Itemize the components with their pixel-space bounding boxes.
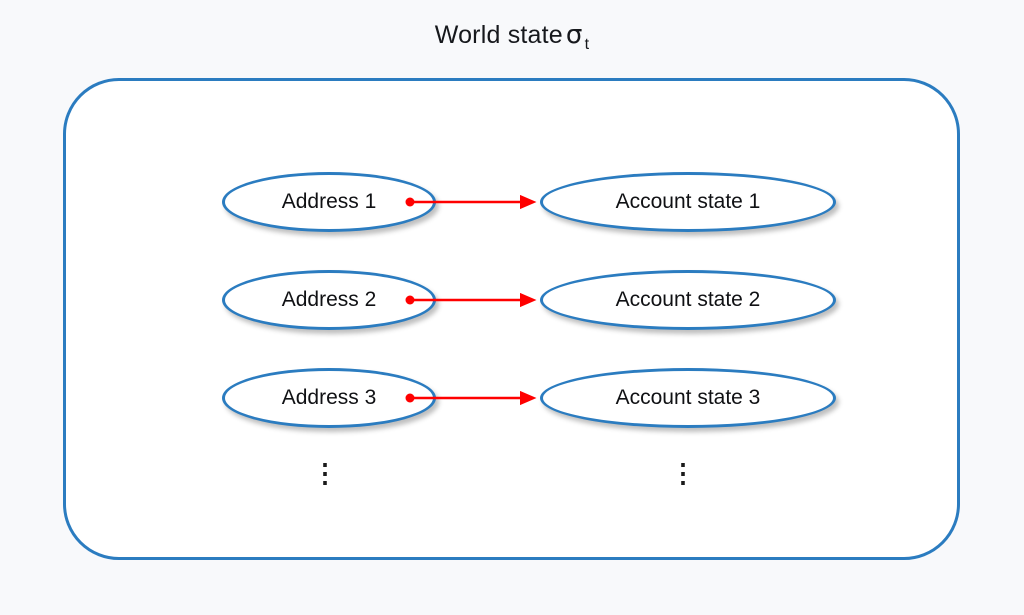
account-state-node-1[interactable]: Account state 1: [540, 172, 836, 232]
address-node-2[interactable]: Address 2: [222, 270, 436, 330]
account-state-node-3[interactable]: Account state 3: [540, 368, 836, 428]
account-state-node-3-label: Account state 3: [615, 386, 761, 409]
address-continuation-ellipsis: ⋮: [312, 458, 338, 488]
mapping-arrow-2: [405, 292, 537, 308]
address-node-2-label: Address 2: [281, 288, 377, 311]
address-node-1-label: Address 1: [281, 190, 377, 213]
title-text: World state: [434, 21, 563, 49]
account-state-continuation-ellipsis: ⋮: [670, 458, 696, 488]
sigma-symbol: σ: [565, 20, 583, 50]
address-node-3-label: Address 3: [281, 386, 377, 409]
account-state-node-1-label: Account state 1: [615, 190, 761, 213]
account-state-node-2[interactable]: Account state 2: [540, 270, 836, 330]
sigma-subscript: t: [584, 36, 590, 53]
mapping-arrow-3: [405, 390, 537, 406]
address-node-1[interactable]: Address 1: [222, 172, 436, 232]
mapping-arrow-1: [405, 194, 537, 210]
address-node-3[interactable]: Address 3: [222, 368, 436, 428]
world-state-container: [63, 78, 960, 560]
account-state-node-2-label: Account state 2: [615, 288, 761, 311]
